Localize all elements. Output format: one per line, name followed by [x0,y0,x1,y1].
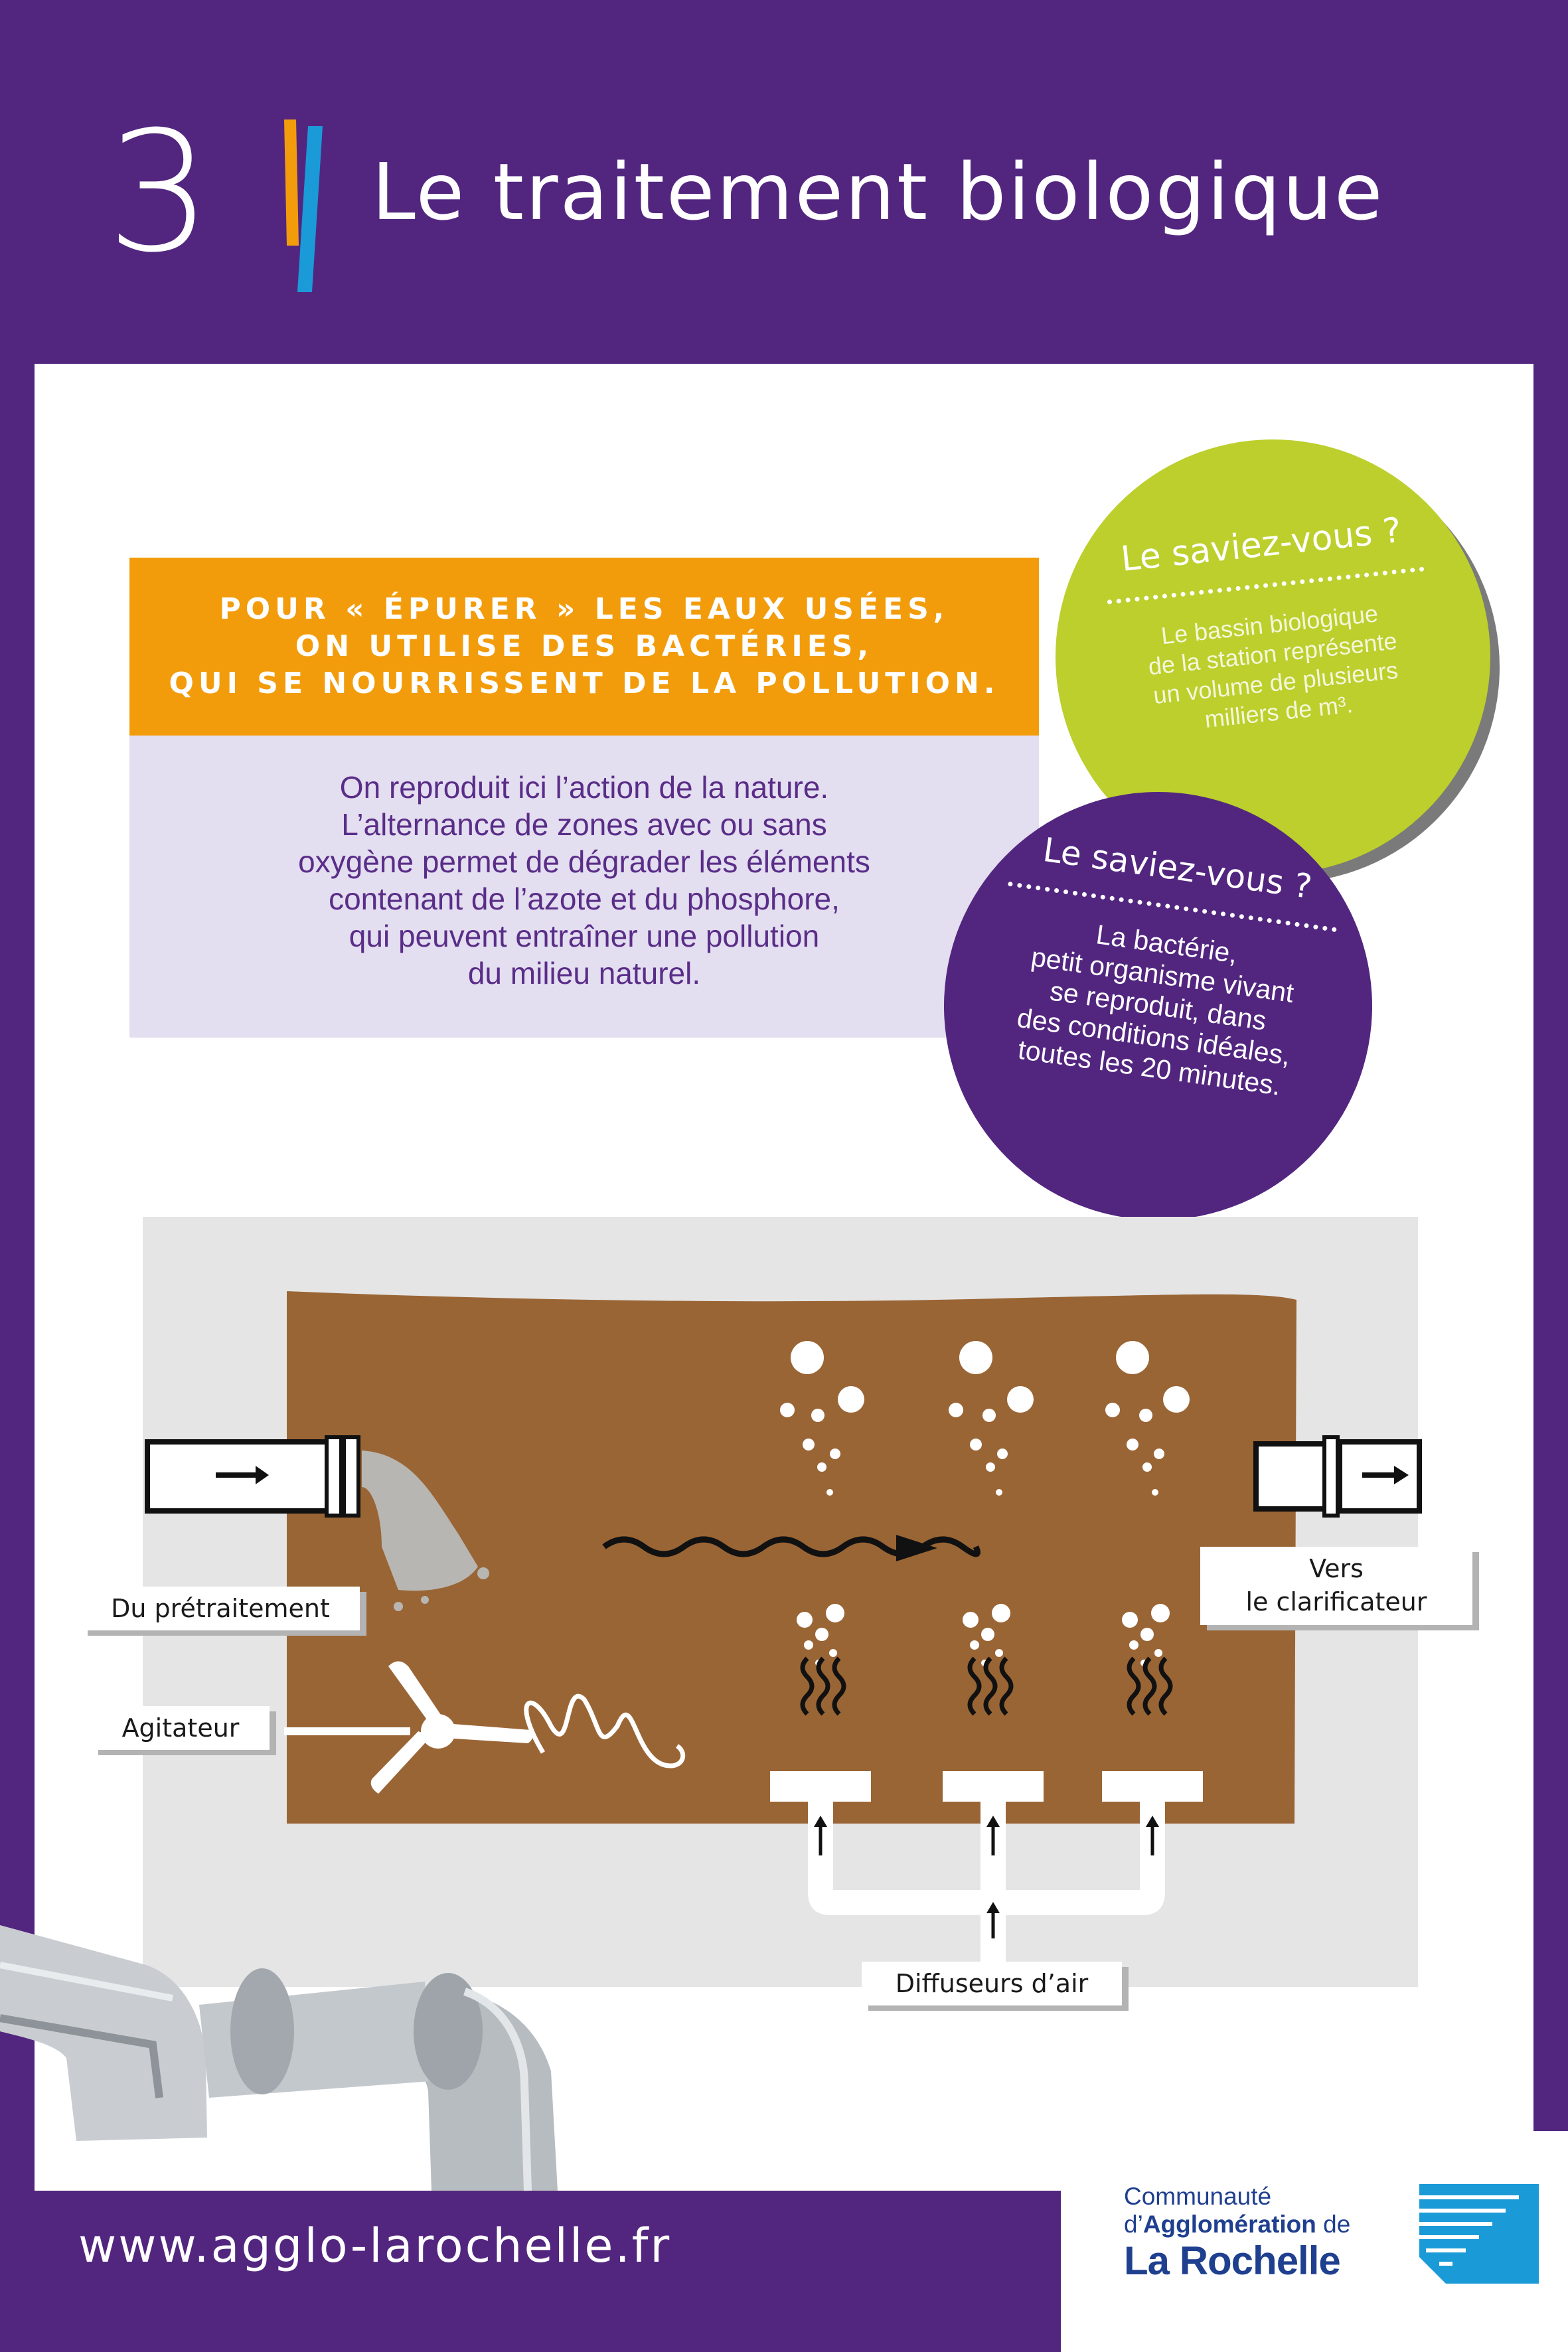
logo-block: Communauté d’Agglomération de La Rochell… [1061,2131,1568,2352]
label-outlet-line: le clarificateur [1245,1587,1427,1616]
outlet-pipe-icon [1253,1435,1422,1518]
water-jet [362,1450,478,1591]
airflow-arrows [819,1826,1154,1938]
label-mixer: Agitateur [92,1706,270,1750]
mixer-icon [284,1661,533,1794]
label-diffusers: Diffuseurs d’air [862,1962,1122,2005]
intro-headline-line: QUI SE NOURRISSENT DE LA POLLUTION. [169,666,1000,700]
intro-body-line: oxygène permet de dégrader les éléments [298,844,870,879]
intro-body-line: On reproduit ici l’action de la nature. [339,770,829,805]
accent-strokes-icon [284,119,323,292]
inlet-pipe-icon [145,1435,360,1518]
air-release-icon [800,1656,1173,1716]
intro-headline-line: POUR « ÉPURER » LES EAUX USÉES, [219,592,949,626]
logo-emblem-icon [1419,2184,1539,2284]
mixing-swirl [524,1693,686,1768]
label-inlet: Du prétraitement [81,1587,360,1630]
section-number: 3 [106,96,212,289]
pipe-photo [0,1925,558,2191]
intro-headline: POUR « ÉPURER » LES EAUX USÉES, ON UTILI… [129,558,1039,736]
intro-body-line: du milieu naturel. [467,956,701,990]
page-title: Le traitement biologique [372,146,1385,238]
basin [287,1291,1296,1824]
intro-body-line: L’alternance de zones avec ou sans [341,807,827,842]
label-outlet-line: Vers [1309,1554,1364,1583]
logo-line1: Communauté [1124,2183,1272,2210]
intro-body: On reproduit ici l’action de la nature. … [129,736,1039,1038]
intro-headline-line: ON UTILISE DES BACTÉRIES, [295,629,874,663]
intro-body-line: qui peuvent entraîner une pollution [349,919,820,953]
label-outlet: Vers le clarificateur [1200,1547,1472,1625]
bubbles [780,1341,1190,1666]
logo-line2: d’Agglomération de [1124,2211,1351,2238]
flow-arrow [602,1536,980,1557]
website-link[interactable]: www.agglo-larochelle.fr [78,2219,672,2273]
air-diffusers [770,1771,1203,1968]
logo-text: Communauté d’Agglomération de La Rochell… [1124,2183,1350,2284]
logo-line3: La Rochelle [1124,2238,1341,2283]
intro-body-line: contenant de l’azote et du phosphore, [329,882,840,916]
